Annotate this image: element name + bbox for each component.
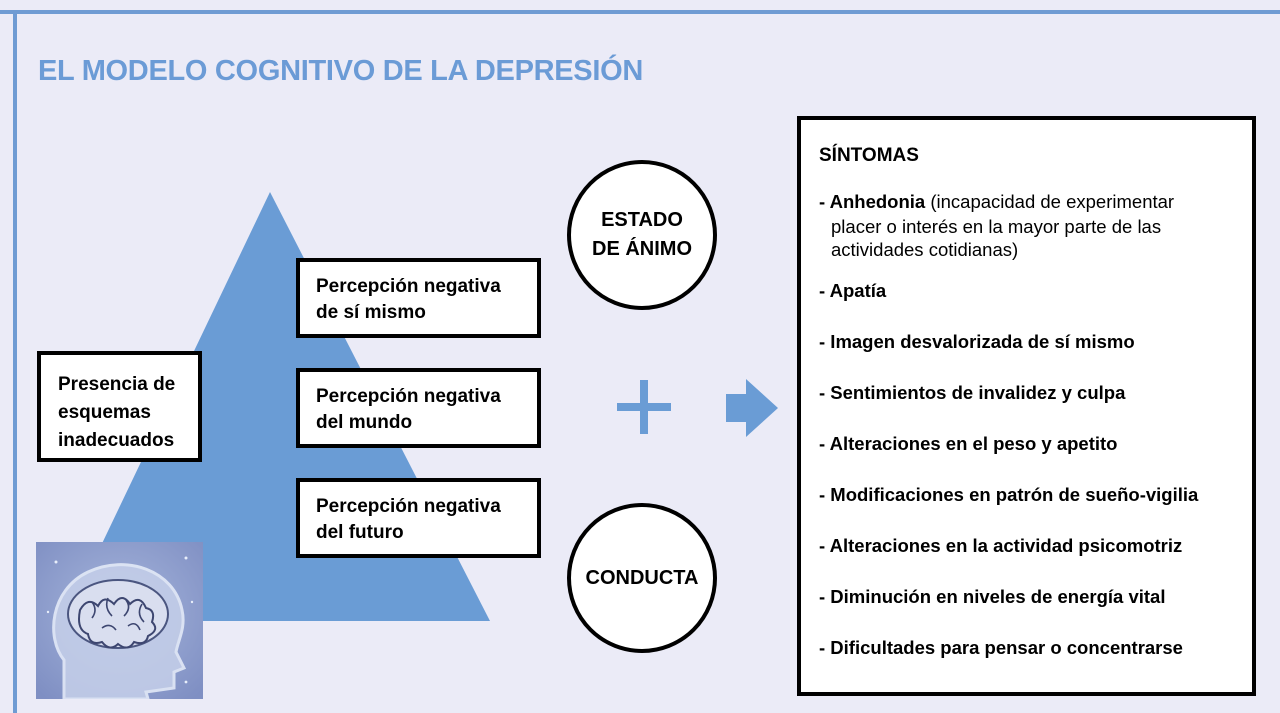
symptom-item: - Imagen desvalorizada de sí mismo <box>819 331 1135 352</box>
perception-line: Percepción negativa <box>316 276 501 297</box>
schemas-line: esquemas <box>58 402 151 423</box>
behavior-circle: CONDUCTA <box>567 503 717 653</box>
behavior-line: CONDUCTA <box>585 566 699 589</box>
symptom-item: - Sentimientos de invalidez y culpa <box>819 382 1126 403</box>
perception-line: de sí mismo <box>316 302 426 323</box>
schemas-line: Presencia de <box>58 374 176 395</box>
perception-line: del futuro <box>316 522 404 543</box>
symptom-item: - Modificaciones en patrón de sueño-vigi… <box>819 484 1199 505</box>
brain-head-icon <box>36 542 203 701</box>
symptom-item: - Alteraciones en la actividad psicomotr… <box>819 535 1183 556</box>
symptom-desc: placer o interés en la mayor parte de la… <box>831 216 1162 237</box>
symptom-item: - Dificultades para pensar o concentrars… <box>819 637 1183 658</box>
symptom-item: - Apatía <box>819 280 887 301</box>
perception-world-box: Percepción negativa del mundo <box>296 368 541 448</box>
perception-future-box: Percepción negativa del futuro <box>296 478 541 558</box>
perception-line: del mundo <box>316 412 413 433</box>
mood-circle: ESTADO DE ÁNIMO <box>567 160 717 310</box>
symptom-term: - Anhedonia <box>819 191 926 212</box>
frame-top-border <box>0 10 1280 14</box>
symptom-item: - Alteraciones en el peso y apetito <box>819 433 1118 454</box>
perception-self-box: Percepción negativa de sí mismo <box>296 258 541 338</box>
frame-left-border <box>13 10 17 713</box>
symptom-desc: (incapacidad de experimentar <box>925 191 1175 212</box>
mood-line: ESTADO <box>601 209 683 231</box>
symptoms-title: SÍNTOMAS <box>819 145 919 166</box>
symptom-item: - Anhedonia (incapacidad de experimentar… <box>819 188 1252 261</box>
schemas-line: inadecuados <box>58 430 175 451</box>
symptom-item: - Diminución en niveles de energía vital <box>819 586 1166 607</box>
perception-line: Percepción negativa <box>316 386 501 407</box>
symptom-desc: actividades cotidianas) <box>831 239 1019 260</box>
schemas-box: Presencia de esquemas inadecuados <box>37 351 202 462</box>
mood-line: DE ÁNIMO <box>592 238 692 260</box>
page-title: EL MODELO COGNITIVO DE LA DEPRESIÓN <box>38 55 643 87</box>
perception-line: Percepción negativa <box>316 496 501 517</box>
symptoms-box: SÍNTOMAS - Anhedonia (incapacidad de exp… <box>797 116 1256 696</box>
